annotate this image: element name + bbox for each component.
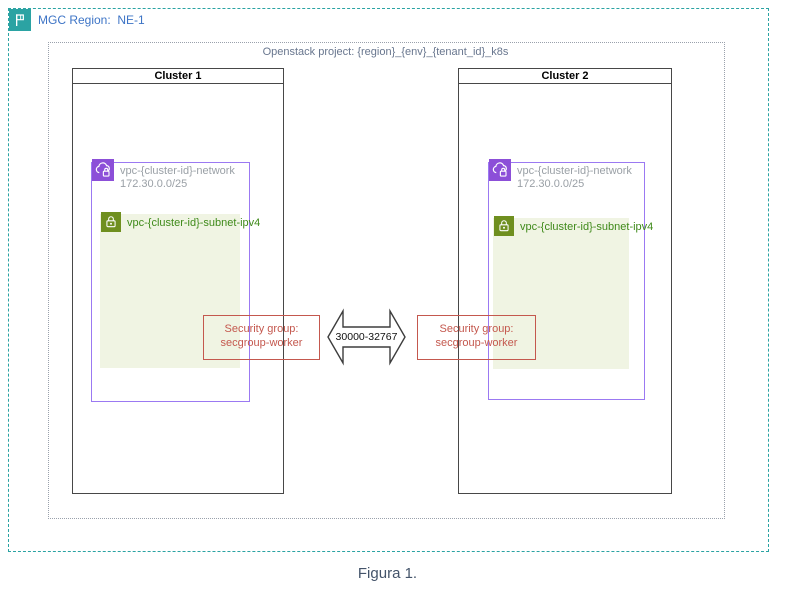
openstack-project-label: Openstack project: {region}_{env}_{tenan…: [262, 46, 509, 58]
port-range-label: 30000-32767: [335, 331, 398, 343]
network-cidr: 172.30.0.0/25: [517, 178, 585, 190]
openstack-project-box: [48, 42, 725, 519]
figure-caption: Figura 1.: [357, 565, 418, 582]
cluster-2-title: Cluster 2: [459, 69, 671, 84]
cluster-1-title: Cluster 1: [73, 69, 283, 84]
cluster-2-subnet-box: [493, 218, 629, 369]
subnet-lock-icon: [101, 212, 121, 232]
cluster-1-vpc-network-box: [91, 162, 250, 402]
cluster-2-subnet-label: vpc-{cluster-id}-subnet-ipv4: [520, 221, 654, 233]
flag-icon: [9, 9, 31, 31]
network-cloud-lock-icon: [489, 159, 511, 181]
cluster-1-subnet-label: vpc-{cluster-id}-subnet-ipv4: [127, 217, 261, 229]
network-cloud-lock-icon: [92, 159, 114, 181]
cluster-2-security-group-box: Security group: secgroup-worker: [417, 315, 536, 360]
network-name: vpc-{cluster-id}-network: [120, 165, 235, 177]
cluster-1-security-group-box: Security group: secgroup-worker: [203, 315, 320, 360]
cluster-2-network-label: vpc-{cluster-id}-network 172.30.0.0/25: [517, 165, 632, 191]
network-cidr: 172.30.0.0/25: [120, 178, 188, 190]
mgc-region-label: MGC Region: NE-1: [38, 13, 145, 27]
cluster-2-vpc-network-box: [488, 162, 645, 400]
subnet-lock-icon: [494, 216, 514, 236]
cluster-1-subnet-box: [100, 214, 240, 368]
cluster-1-network-label: vpc-{cluster-id}-network 172.30.0.0/25: [120, 165, 235, 191]
double-arrow-connector: [327, 308, 406, 366]
network-name: vpc-{cluster-id}-network: [517, 165, 632, 177]
mgc-region-box: [8, 8, 769, 552]
